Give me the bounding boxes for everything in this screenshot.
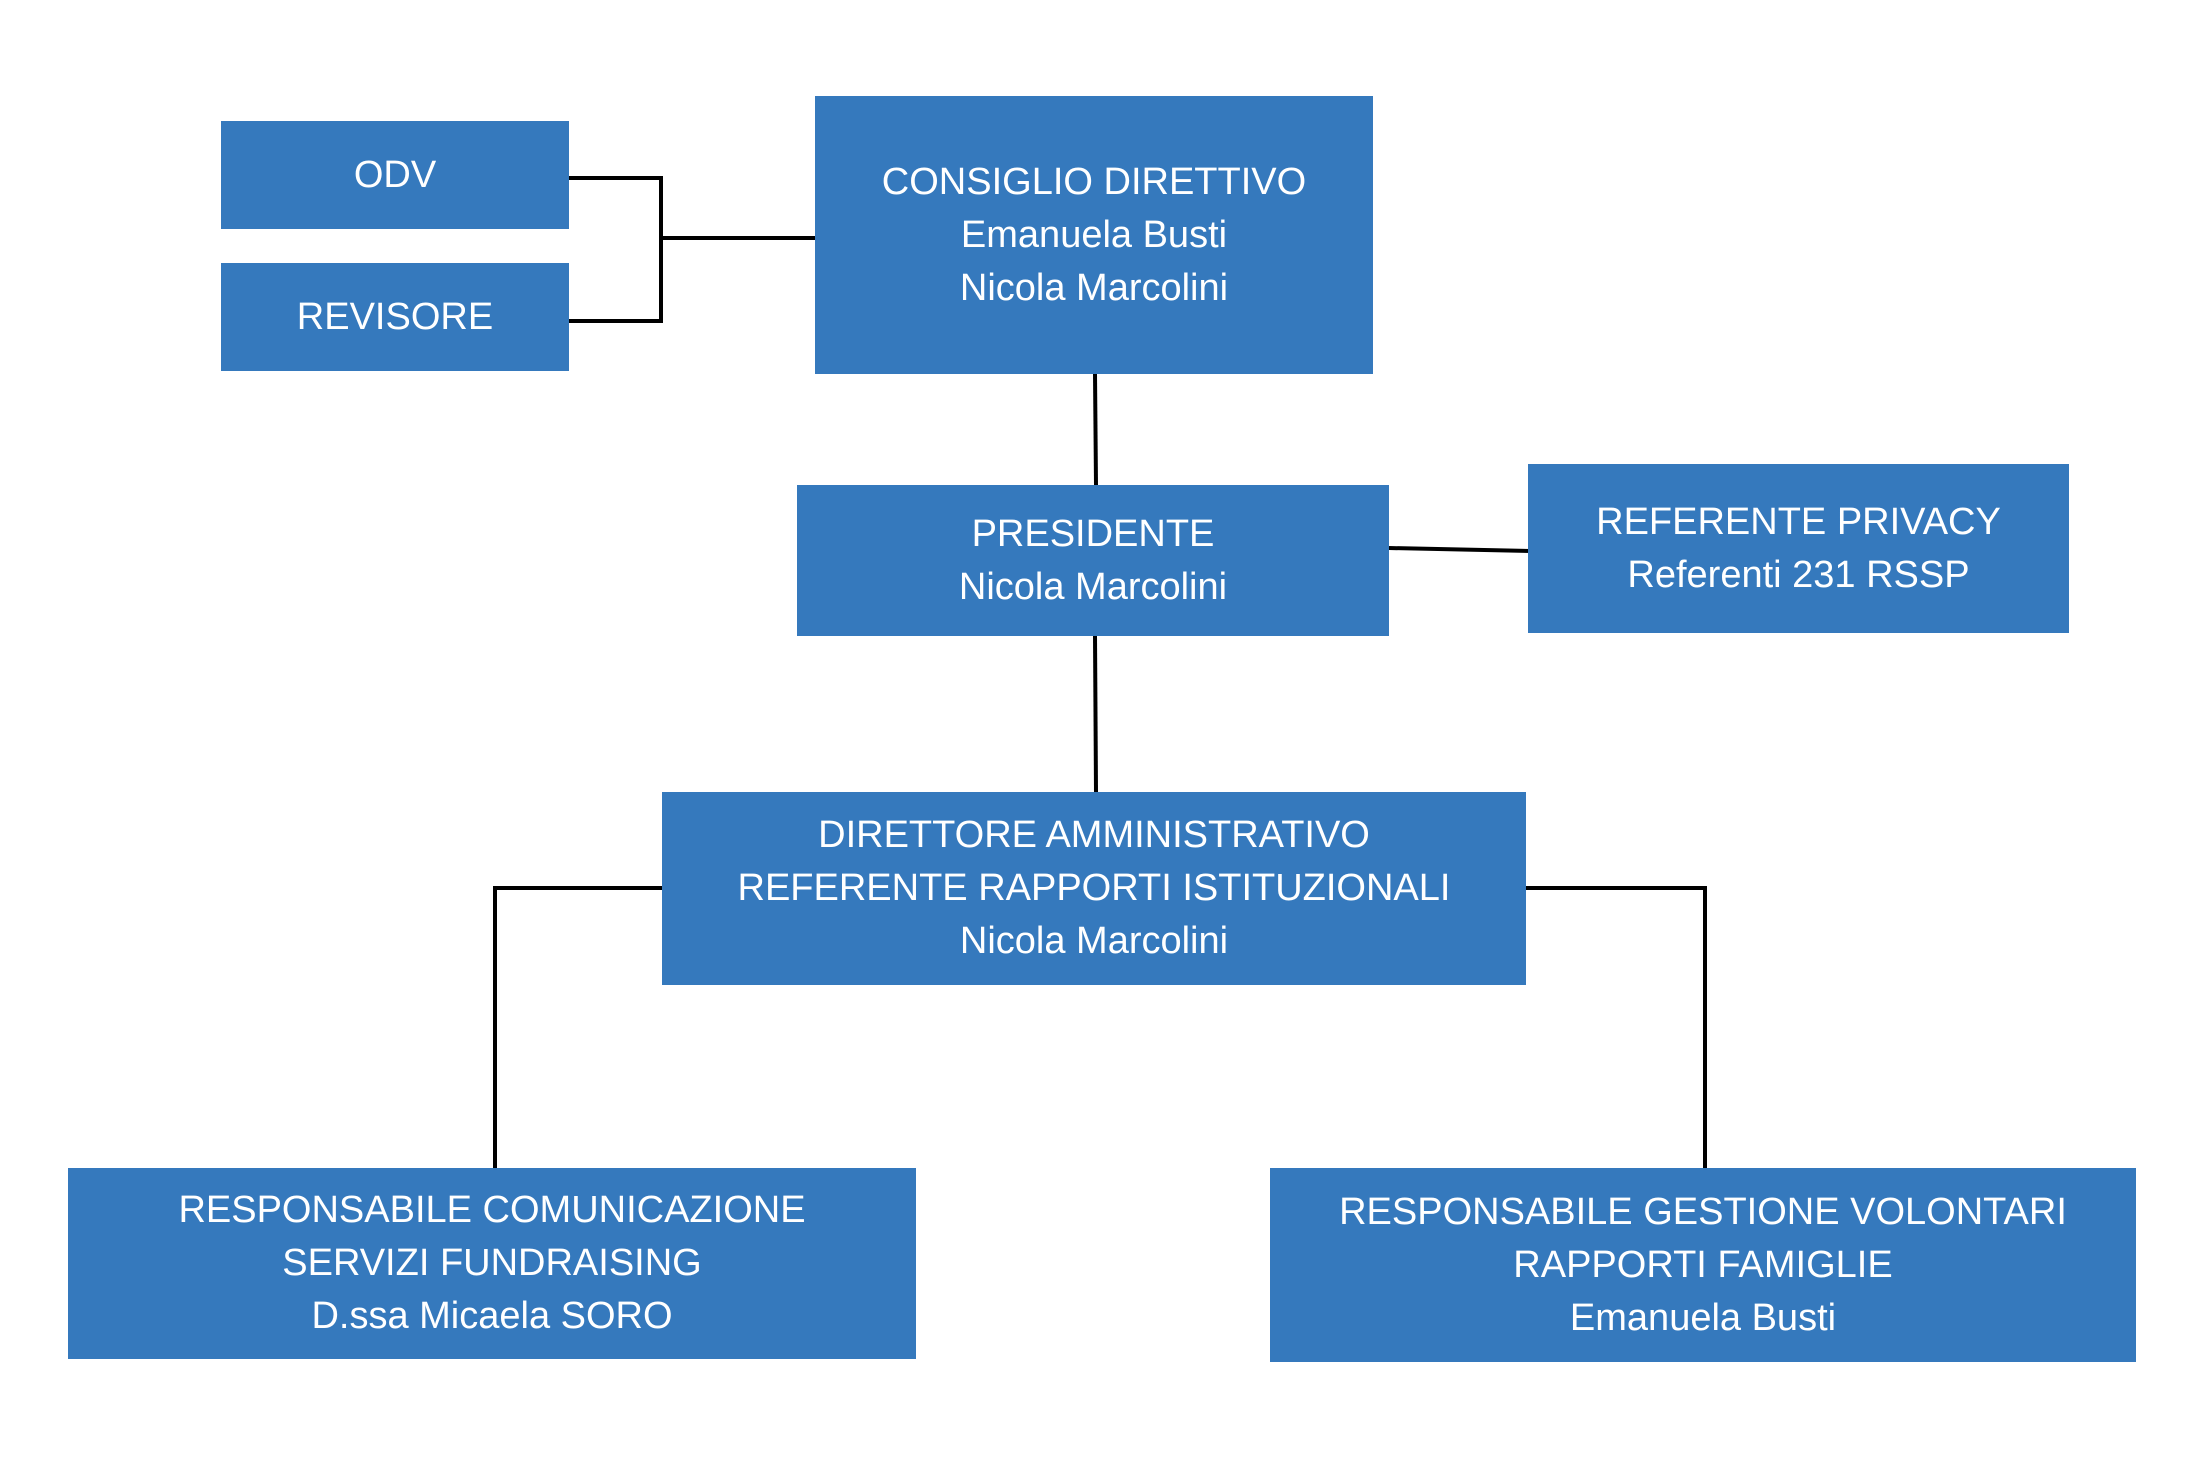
connector-odv-consiglio [569,176,815,240]
node-consiglio-member-1: Emanuela Busti [960,213,1228,256]
node-referente-privacy: REFERENTE PRIVACY Referenti 231 RSSP [1528,464,2069,633]
node-comunicazione-person: D.ssa Micaela SORO [311,1295,673,1337]
node-presidente-title: PRESIDENTE [971,512,1215,555]
node-odv-title: ODV [353,153,437,196]
node-volontari-subtitle: RAPPORTI FAMIGLIE [1513,1243,1893,1286]
node-revisore: REVISORE [221,263,569,371]
node-consiglio-direttivo: CONSIGLIO DIRETTIVO Emanuela Busti Nicol… [815,96,1373,374]
node-privacy-title: REFERENTE PRIVACY [1596,500,2001,543]
connector-revisore-consiglio [569,238,663,323]
node-volontari-person: Emanuela Busti [1569,1296,1837,1339]
node-consiglio-member-2: Nicola Marcolini [959,266,1229,309]
connector-presidente-direttore [1093,635,1098,793]
connector-direttore-comunicazione [493,886,666,1168]
node-volontari-title: RESPONSABILE GESTIONE VOLONTARI [1339,1190,2067,1233]
node-consiglio-title: CONSIGLIO DIRETTIVO [881,160,1307,203]
node-direttore-title: DIRETTORE AMMINISTRATIVO [818,814,1370,856]
node-responsabile-comunicazione: RESPONSABILE COMUNICAZIONE SERVIZI FUNDR… [68,1168,916,1359]
node-comunicazione-title: RESPONSABILE COMUNICAZIONE [178,1189,806,1231]
node-presidente-person: Nicola Marcolini [958,565,1228,608]
connector-presidente-privacy [1388,546,1532,553]
node-privacy-subtitle: Referenti 231 RSSP [1627,553,1970,596]
node-presidente: PRESIDENTE Nicola Marcolini [797,485,1389,636]
node-direttore-person: Nicola Marcolini [959,920,1229,962]
node-revisore-title: REVISORE [296,295,494,338]
node-responsabile-volontari: RESPONSABILE GESTIONE VOLONTARI RAPPORTI… [1270,1168,2136,1362]
connector-consiglio-presidente [1093,373,1098,486]
node-odv: ODV [221,121,569,229]
connector-direttore-volontari [1526,886,1707,1168]
node-comunicazione-subtitle: SERVIZI FUNDRAISING [282,1242,702,1284]
node-direttore-subtitle: REFERENTE RAPPORTI ISTITUZIONALI [737,867,1451,909]
node-direttore-amministrativo: DIRETTORE AMMINISTRATIVO REFERENTE RAPPO… [662,792,1526,985]
